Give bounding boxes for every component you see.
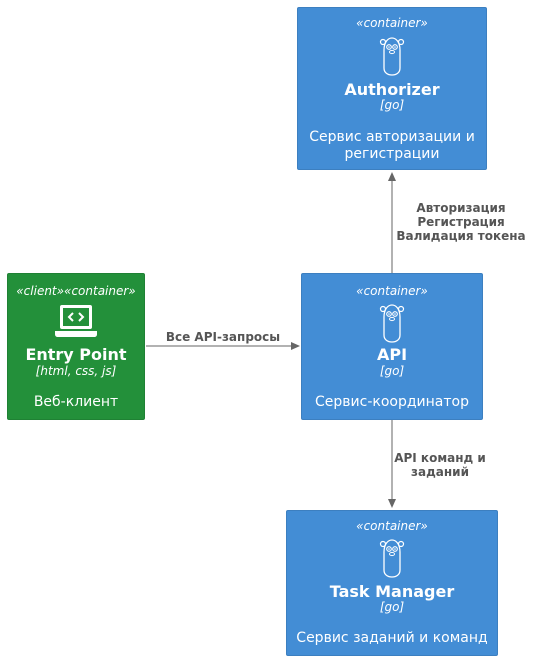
node-title: API — [376, 345, 408, 364]
edge-label-line: Регистрация — [417, 215, 505, 229]
edge-label-line: Валидация токена — [396, 229, 526, 243]
edge-label-line: API команд и — [394, 451, 486, 465]
edge-label-auth: Авторизация Регистрация Валидация токена — [392, 201, 530, 243]
edge-label-line: заданий — [411, 465, 469, 479]
node-tech: [html, css, js] — [35, 364, 117, 378]
node-tech: [go] — [379, 600, 405, 614]
node-description: Сервис-координатор — [315, 394, 469, 410]
node-stereotype: «container» — [356, 284, 428, 298]
node-title: Authorizer — [344, 80, 440, 99]
edge-label-line: Авторизация — [416, 201, 506, 215]
authorizer-node: «container» Authorizer [go] Сервис автор… — [297, 7, 487, 170]
task-manager-node: «container» Task Manager [go] Сервис зад… — [286, 510, 498, 656]
edge-label-requests: Все API-запросы — [156, 330, 290, 344]
node-description: Сервис заданий и команд — [296, 630, 488, 646]
gopher-icon — [379, 304, 405, 343]
edge-label-tasks: API команд и заданий — [390, 451, 490, 479]
gopher-icon — [379, 539, 405, 578]
entry-point-node: «client»«container» Entry Point [html, c… — [7, 273, 145, 420]
edge-label-line: Все API-запросы — [165, 330, 281, 344]
node-tech: [go] — [379, 98, 405, 112]
node-stereotype: «container» — [356, 16, 428, 30]
laptop-code-icon — [55, 305, 97, 337]
node-title: Entry Point — [25, 345, 127, 364]
node-stereotype: «client»«container» — [16, 284, 136, 298]
node-tech: [go] — [379, 364, 405, 378]
node-title: Task Manager — [329, 582, 455, 601]
api-node: «container» API [go] Сервис-координатор — [301, 273, 483, 420]
node-description: Сервис авторизации и регистрации — [309, 129, 475, 162]
gopher-icon — [379, 37, 405, 76]
node-stereotype: «container» — [356, 519, 428, 533]
node-description: Веб-клиент — [33, 394, 119, 410]
